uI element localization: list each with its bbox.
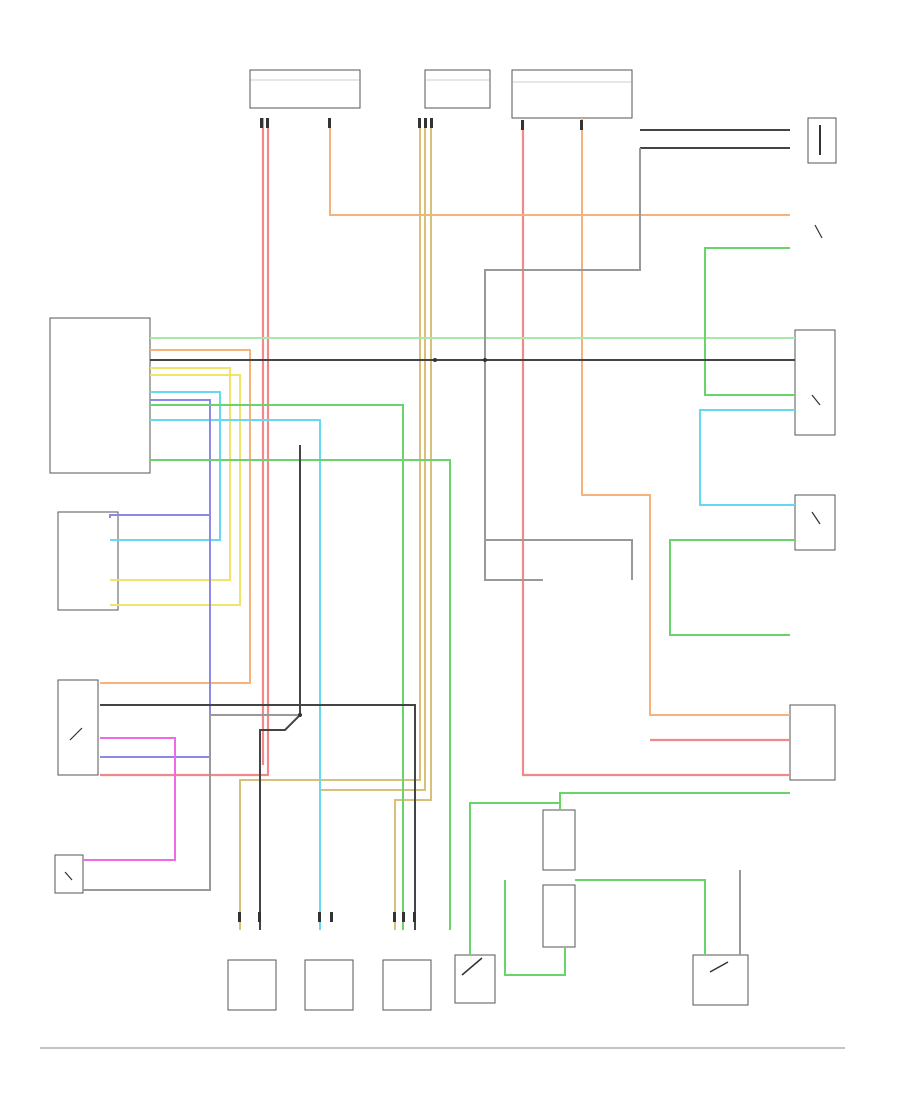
compressor-relay-box bbox=[692, 954, 749, 1006]
actuator-box-3 bbox=[382, 959, 432, 1011]
wire-orange-right bbox=[581, 118, 790, 716]
switch-contact-blower bbox=[64, 871, 73, 881]
control-module-box bbox=[49, 317, 151, 474]
switch-contact-relay bbox=[69, 727, 83, 741]
switch-contact-1 bbox=[814, 224, 823, 239]
wire-yellow-1 bbox=[110, 367, 231, 581]
switch-contact-3 bbox=[811, 511, 821, 525]
wire-cyan-center bbox=[150, 419, 321, 930]
relay-stack-upper bbox=[542, 809, 576, 871]
actuator-box-1 bbox=[227, 959, 277, 1011]
wire-cyan-right bbox=[699, 409, 795, 506]
switch-contact-vacuum bbox=[461, 957, 483, 976]
wire-red-right bbox=[521, 120, 790, 777]
right-switch-box-3 bbox=[789, 704, 836, 781]
wire-gray-blower bbox=[83, 714, 300, 891]
relay-stack-lower bbox=[542, 884, 576, 948]
top-fuse-box-3 bbox=[511, 69, 633, 119]
actuator-box-2 bbox=[304, 959, 354, 1011]
wire-magenta bbox=[83, 737, 176, 861]
wire-gray-mid-2 bbox=[485, 539, 633, 580]
wire-cyan-left bbox=[110, 391, 221, 541]
wire-green-center bbox=[150, 404, 404, 930]
connector-pins bbox=[238, 118, 583, 922]
top-fuse-box-2 bbox=[424, 69, 491, 109]
switch-contact-2 bbox=[811, 394, 821, 406]
wire-tan-1 bbox=[239, 118, 421, 930]
right-switch-box-2 bbox=[794, 494, 836, 551]
right-motor-box bbox=[807, 117, 837, 164]
blower-switch-box bbox=[54, 854, 84, 894]
wire-gray-mid bbox=[484, 148, 641, 581]
sensor-connector-box bbox=[57, 511, 119, 611]
wire-green-bottom bbox=[469, 792, 790, 955]
wire-yellow-2 bbox=[110, 374, 241, 606]
vacuum-switch-box bbox=[454, 954, 496, 1004]
right-switch-box-1 bbox=[794, 329, 836, 436]
switch-contact-compressor bbox=[709, 961, 729, 973]
wire-orange-top bbox=[329, 118, 790, 216]
wire-green-relay-3 bbox=[504, 880, 566, 976]
top-fuse-box-1 bbox=[249, 69, 361, 109]
wire-green-relay-2 bbox=[575, 879, 706, 955]
wire-green-2 bbox=[150, 459, 451, 930]
wire-gray-relay bbox=[100, 704, 416, 930]
wire-green-right-2 bbox=[669, 539, 795, 636]
wire-orange-left bbox=[100, 349, 251, 684]
wire-green-right-1 bbox=[704, 247, 795, 396]
wire-gray-center bbox=[259, 445, 301, 930]
left-relay-box bbox=[57, 679, 99, 776]
wire-tan-2 bbox=[319, 118, 426, 930]
